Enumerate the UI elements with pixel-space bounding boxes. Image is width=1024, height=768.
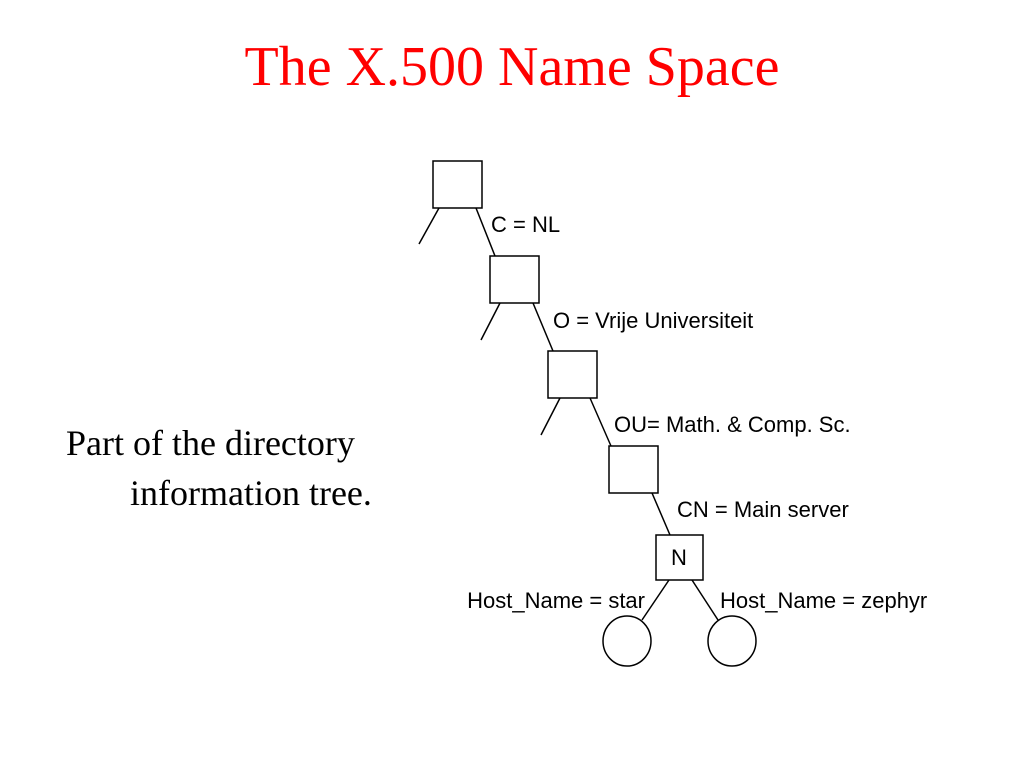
organization-node: [547, 350, 598, 399]
host-star-node: [602, 615, 652, 667]
root-node: [432, 160, 483, 209]
edge-label-org-unit: OU= Math. & Comp. Sc.: [614, 412, 851, 437]
tree-structure: [418, 160, 757, 667]
edge-host-left: [641, 579, 670, 621]
edge-org-unit: [589, 397, 612, 447]
edge-label-host-right: Host_Name = zephyr: [720, 588, 927, 613]
org-unit-node: [608, 445, 659, 494]
edge-label-country: C = NL: [491, 212, 560, 237]
root-side-branch: [418, 207, 440, 245]
edge-country: [475, 207, 496, 257]
edge-label-host-left: Host_Name = star: [467, 588, 645, 613]
edge-common-name: [651, 492, 671, 536]
caption: Part of the directory information tree.: [66, 418, 446, 518]
main-server-node-label: N: [671, 545, 687, 570]
caption-line-2: information tree.: [130, 473, 372, 513]
host-zephyr-node: [707, 615, 757, 667]
caption-line-1: Part of the directory: [66, 423, 355, 463]
slide-title: The X.500 Name Space: [244, 36, 780, 98]
organization-side-branch: [540, 397, 561, 436]
country-side-branch: [480, 302, 501, 341]
edge-organization: [532, 302, 554, 352]
edge-host-right: [691, 579, 719, 621]
country-node: [489, 255, 540, 304]
edge-label-organization: O = Vrije Universiteit: [553, 308, 753, 333]
edge-label-common-name: CN = Main server: [677, 497, 849, 522]
main-server-node: [655, 534, 704, 581]
